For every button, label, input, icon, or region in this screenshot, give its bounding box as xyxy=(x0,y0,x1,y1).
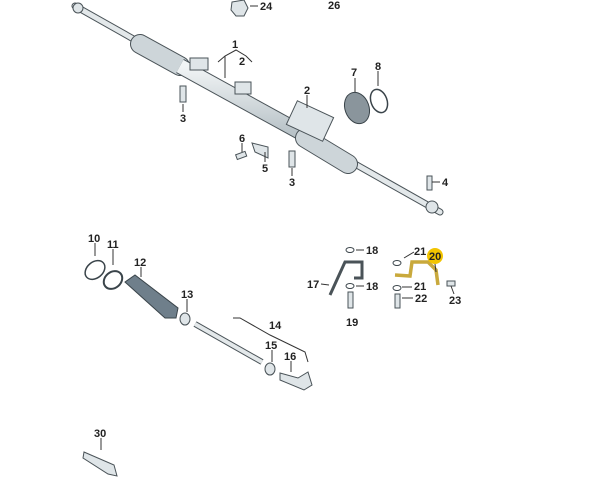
callout-2[interactable]: 2 xyxy=(304,85,310,97)
callout-10[interactable]: 10 xyxy=(88,233,100,245)
part-24-bracket[interactable] xyxy=(230,0,249,17)
part-3-bolt[interactable] xyxy=(288,150,296,168)
callout-3[interactable]: 3 xyxy=(289,177,295,189)
callout-12[interactable]: 12 xyxy=(134,257,146,269)
callout-4[interactable]: 4 xyxy=(442,177,449,189)
part-21-oring[interactable] xyxy=(392,260,402,266)
part-18-oring[interactable] xyxy=(345,247,355,253)
highlight-marker xyxy=(427,248,443,264)
callout-20[interactable]: 20 xyxy=(429,251,441,263)
callout-23[interactable]: 23 xyxy=(449,295,461,307)
part-19-bolt[interactable] xyxy=(347,291,354,309)
callout-6[interactable]: 6 xyxy=(239,133,245,145)
part-20-pipe[interactable] xyxy=(394,260,440,286)
part-23-bolt[interactable] xyxy=(446,280,456,287)
callout-26[interactable]: 26 xyxy=(328,0,340,12)
part-3-bolt[interactable] xyxy=(179,85,187,103)
callout-18[interactable]: 18 xyxy=(366,281,378,293)
part-14-tie-rod[interactable] xyxy=(193,317,309,365)
callout-11[interactable]: 11 xyxy=(107,239,119,251)
callout-18[interactable]: 18 xyxy=(366,245,378,257)
callout-16[interactable]: 16 xyxy=(284,351,296,363)
callout-15[interactable]: 15 xyxy=(265,340,277,352)
callout-8[interactable]: 8 xyxy=(375,61,381,73)
callout-22[interactable]: 22 xyxy=(415,293,427,305)
callout-5[interactable]: 5 xyxy=(262,163,268,175)
leader-lines xyxy=(94,5,455,450)
part-12-boot[interactable] xyxy=(124,274,179,319)
part-8-ring[interactable] xyxy=(367,87,390,115)
part-6-bolt[interactable] xyxy=(234,150,248,161)
callout-13[interactable]: 13 xyxy=(181,289,193,301)
callout-3[interactable]: 3 xyxy=(180,113,186,125)
callout-24[interactable]: 24 xyxy=(260,1,273,13)
callout-21[interactable]: 21 xyxy=(414,246,426,258)
part-30-grease-tube[interactable] xyxy=(82,451,118,477)
part-18-oring[interactable] xyxy=(345,283,355,289)
part-16-tie-rod-end[interactable] xyxy=(279,371,313,391)
part-15-nut[interactable] xyxy=(264,362,276,376)
part-7-seal[interactable] xyxy=(340,89,373,127)
steering-rack[interactable] xyxy=(71,2,444,216)
callout-17[interactable]: 17 xyxy=(307,279,319,291)
part-10-ring[interactable] xyxy=(81,257,108,283)
part-17-pipe[interactable] xyxy=(328,260,364,296)
callout-2[interactable]: 2 xyxy=(239,56,245,68)
callout-21[interactable]: 21 xyxy=(414,281,426,293)
part-4-bolt[interactable] xyxy=(426,175,433,191)
callout-1[interactable]: 1 xyxy=(232,39,238,51)
part-13-clamp[interactable] xyxy=(179,312,191,326)
part-5-clip[interactable] xyxy=(251,142,269,159)
callout-7[interactable]: 7 xyxy=(351,67,357,79)
callout-14[interactable]: 14 xyxy=(269,320,282,332)
part-21-oring[interactable] xyxy=(392,285,402,291)
part-22-bolt[interactable] xyxy=(394,293,401,309)
callout-19[interactable]: 19 xyxy=(346,317,358,329)
callout-30[interactable]: 30 xyxy=(94,428,106,440)
part-11-clamp[interactable] xyxy=(100,267,126,292)
